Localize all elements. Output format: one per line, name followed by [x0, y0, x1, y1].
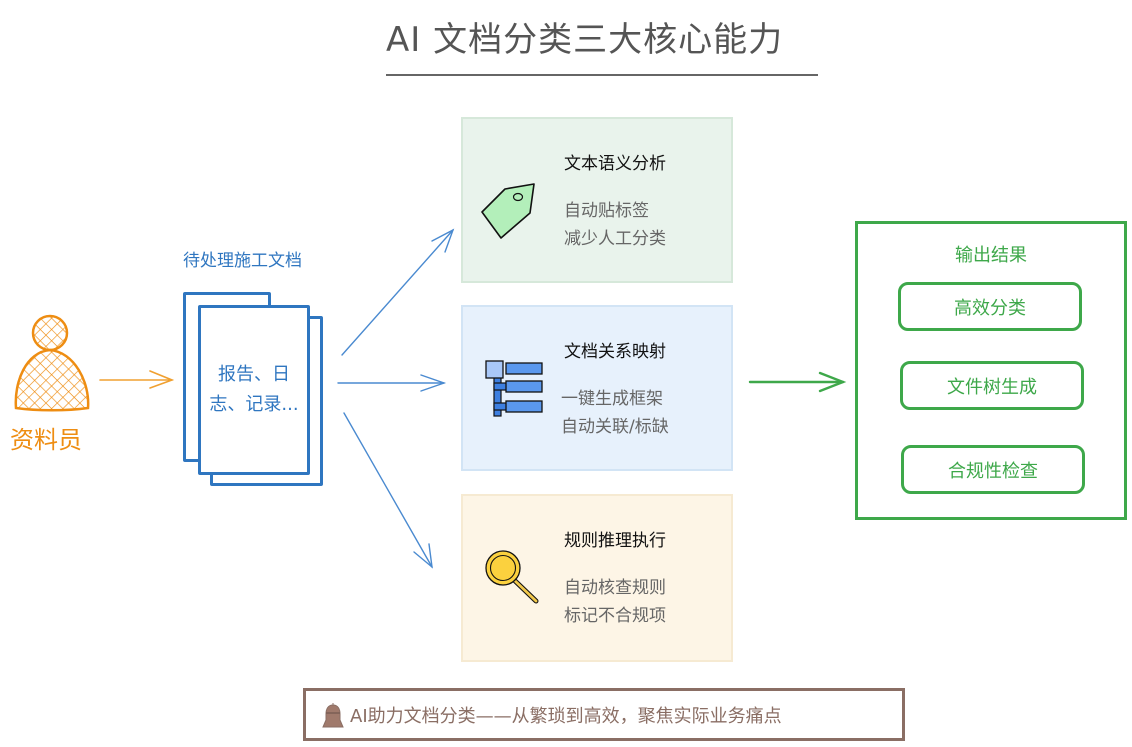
tag-icon [481, 183, 535, 239]
card-description-line: 自动核查规则 [564, 578, 666, 598]
bell-icon [322, 702, 344, 727]
card-title: 文本语义分析 [564, 154, 666, 174]
document-content-line: 志、记录... [209, 394, 299, 415]
card-description: 一键生成框架 自动关联/标缺 [561, 385, 669, 441]
output-item-compliance-check: 合规性检查 [901, 445, 1085, 494]
person-icon [14, 314, 90, 412]
page-title: AI 文档分类三大核心能力 [386, 20, 784, 60]
capability-card-semantic-analysis: 文本语义分析 自动贴标签 减少人工分类 [461, 117, 733, 283]
title-divider [386, 74, 818, 76]
output-panel: 输出结果 高效分类 文件树生成 合规性检查 [855, 221, 1127, 520]
footer-text: AI助力文档分类——从繁琐到高效，聚焦实际业务痛点 [350, 705, 782, 727]
arrow-docs-to-semantic [341, 228, 455, 356]
card-description: 自动核查规则 标记不合规项 [564, 574, 666, 630]
card-title: 文档关系映射 [564, 342, 666, 362]
footer-banner: AI助力文档分类——从繁琐到高效，聚焦实际业务痛点 [303, 688, 905, 741]
document-sheet-front: 报告、日 志、记录... [198, 305, 310, 475]
output-item-file-tree: 文件树生成 [900, 361, 1084, 410]
arrow-to-output [748, 371, 847, 393]
arrow-person-to-docs [99, 370, 175, 389]
documents-title: 待处理施工文档 [183, 251, 302, 271]
document-content-line: 报告、日 [218, 364, 290, 385]
arrow-docs-to-mapping [337, 374, 447, 392]
capability-card-relationship-mapping: 文档关系映射 一键生成框架 自动关联/标缺 [461, 305, 733, 471]
document-content: 报告、日 志、记录... [204, 360, 304, 420]
output-title: 输出结果 [955, 245, 1027, 266]
arrow-docs-to-rules [343, 412, 433, 569]
card-description-line: 减少人工分类 [564, 229, 666, 249]
card-description-line: 标记不合规项 [564, 606, 666, 626]
card-description: 自动贴标签 减少人工分类 [564, 197, 666, 253]
magnifier-icon [485, 550, 539, 604]
tree-structure-icon [485, 360, 543, 417]
card-description-line: 自动贴标签 [564, 201, 649, 221]
person-label: 资料员 [10, 426, 82, 454]
capability-card-rule-reasoning: 规则推理执行 自动核查规则 标记不合规项 [461, 494, 733, 662]
card-description-line: 一键生成框架 [561, 389, 663, 409]
card-title: 规则推理执行 [564, 531, 666, 551]
output-item-efficient-classification: 高效分类 [898, 282, 1082, 331]
card-description-line: 自动关联/标缺 [561, 417, 669, 437]
